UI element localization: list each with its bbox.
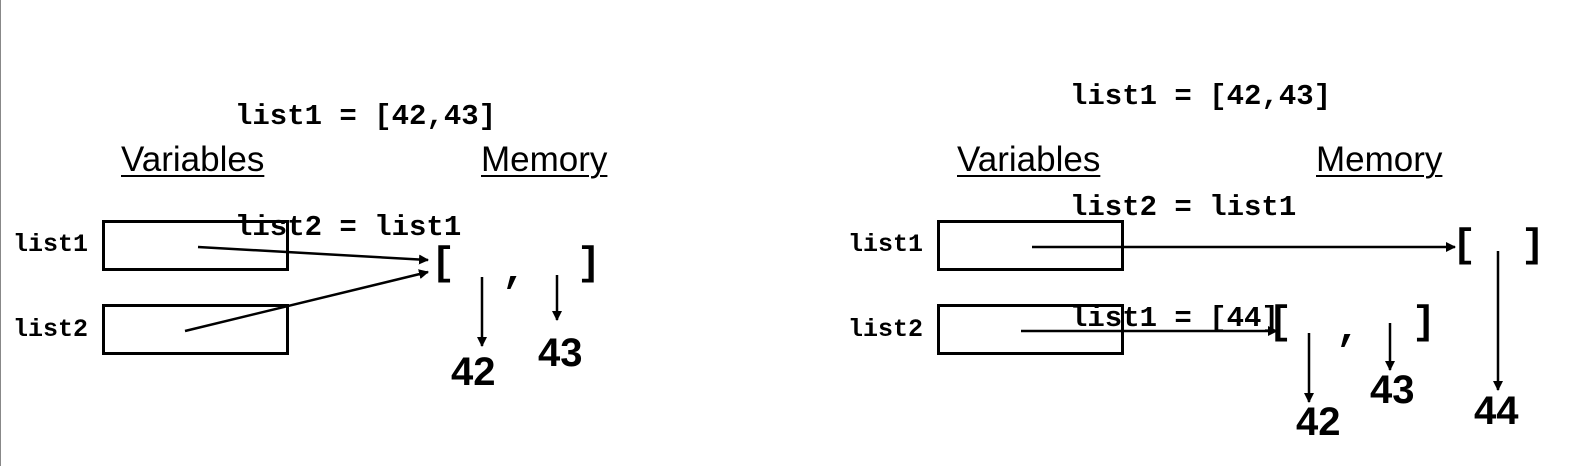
right-code-line-3: list1 = [44] [1070, 302, 1279, 335]
right-list-b-open-bracket: [ [1452, 224, 1477, 269]
right-var-label-list1: list1 [848, 230, 924, 259]
left-code-line-2: list2 = list1 [235, 211, 462, 244]
frame-left-border [0, 0, 1, 466]
right-list-b-close-bracket: ] [1521, 224, 1546, 269]
right-var-box-list2 [937, 304, 1124, 355]
left-value-43: 43 [538, 331, 583, 375]
left-code-block: list1 = [42,43] list2 = list1 [235, 24, 496, 283]
right-list-a-comma: , [1336, 308, 1361, 353]
right-value-43: 43 [1370, 368, 1415, 412]
left-list-comma: , [502, 250, 527, 295]
left-var-box-list1 [102, 220, 289, 271]
left-arrow-list2-to-list [184, 269, 429, 333]
right-code-block: list1 = [42,43] list2 = list1 list1 = [4… [1070, 4, 1331, 374]
right-memory-header: Memory [1316, 140, 1443, 179]
left-list-close-bracket: ] [577, 242, 602, 287]
right-var-label-list2: list2 [848, 315, 924, 344]
right-variables-header: Variables [957, 140, 1101, 179]
right-list-a-close-bracket: ] [1412, 301, 1437, 346]
right-value-42: 42 [1296, 400, 1341, 444]
left-memory-header: Memory [481, 140, 608, 179]
right-code-line-1: list1 = [42,43] [1070, 80, 1332, 113]
left-code-line-1: list1 = [42,43] [235, 100, 497, 133]
right-code-line-2: list2 = list1 [1070, 191, 1297, 224]
right-var-box-list1 [937, 220, 1124, 271]
left-arrow-list1-to-list [197, 245, 429, 265]
right-value-44: 44 [1474, 389, 1519, 433]
left-var-box-list2 [102, 304, 289, 355]
left-value-42: 42 [451, 350, 496, 394]
left-var-label-list2: list2 [13, 315, 89, 344]
left-list-open-bracket: [ [431, 242, 456, 287]
left-var-label-list1: list1 [13, 230, 89, 259]
right-list-a-open-bracket: [ [1268, 301, 1293, 346]
left-variables-header: Variables [121, 140, 265, 179]
